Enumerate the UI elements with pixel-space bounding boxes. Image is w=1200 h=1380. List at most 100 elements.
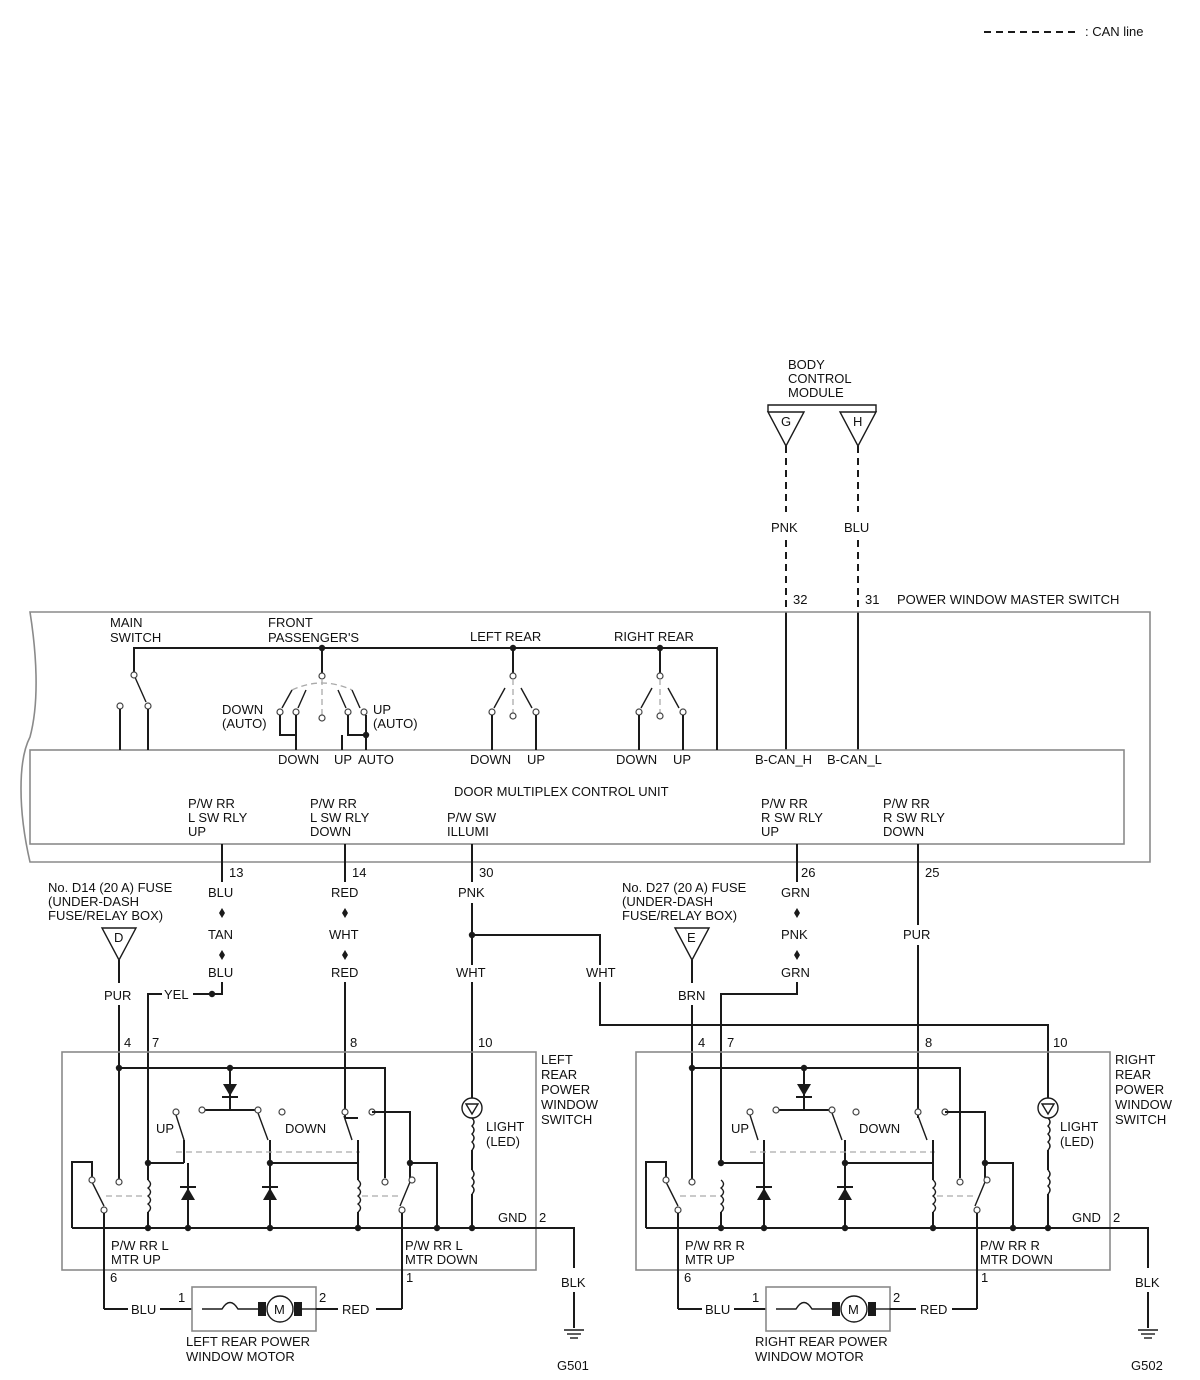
main-switch-label-1: MAIN xyxy=(110,615,143,630)
lm-motor-m: M xyxy=(274,1302,285,1317)
ls-diode-right xyxy=(263,1188,277,1200)
illumi-branch-wht: WHT xyxy=(586,965,616,980)
bcm-pin-g: G xyxy=(781,414,791,429)
fuse-d-id: D xyxy=(114,930,123,945)
rm-wire-blu: BLU xyxy=(705,1302,730,1317)
out-l-down-1: P/W RR xyxy=(310,796,357,811)
wire-13-lower xyxy=(212,982,223,995)
can-bus-wires: PNK BLU 32 31 xyxy=(771,446,879,750)
g501-label: G501 xyxy=(557,1358,589,1373)
ls-pin8-return xyxy=(372,1111,411,1180)
rs-down-contact-left xyxy=(828,1106,836,1114)
fp-terminal-up: UP xyxy=(334,752,352,767)
rs-led-resistor-1 xyxy=(1047,1117,1051,1151)
pin-31: 31 xyxy=(865,592,879,607)
wire-30-pnk: PNK xyxy=(458,885,485,900)
ls-title-5: SWITCH xyxy=(541,1112,592,1127)
ls-title-2: REAR xyxy=(541,1067,577,1082)
ls-pin-8: 8 xyxy=(350,1035,357,1050)
ls-relay-up-com xyxy=(100,1206,108,1214)
body-control-module: BODY CONTROL MODULE G H xyxy=(766,357,878,448)
bcm-connector-h xyxy=(838,411,878,448)
lr-terminal-down: DOWN xyxy=(470,752,511,767)
lm-pin-1: 1 xyxy=(178,1290,185,1305)
rs-ground-bus xyxy=(646,1227,1149,1268)
rs-diode-left xyxy=(757,1188,771,1200)
wire-30-wht: WHT xyxy=(456,965,486,980)
rr-contact-up xyxy=(679,708,687,716)
lm-pin-2: 2 xyxy=(319,1290,326,1305)
rs-down-blade xyxy=(831,1112,843,1141)
inline-connector-26b xyxy=(794,950,800,960)
rs-relay-up-blade xyxy=(665,1181,679,1207)
fp-up-auto-label-2: (AUTO) xyxy=(373,716,418,731)
bcan-h-terminal: B-CAN_H xyxy=(755,752,812,767)
out-r-down-1: P/W RR xyxy=(883,796,930,811)
ls-relay-down-c1 xyxy=(381,1178,389,1186)
rs-up-contact-right xyxy=(772,1106,780,1114)
lr-blade-up xyxy=(520,687,533,709)
left-rear-label: LEFT REAR xyxy=(470,629,541,644)
rr-contact-down xyxy=(635,708,643,716)
rs-up-contact-top xyxy=(746,1108,754,1116)
ls-up-label: UP xyxy=(156,1121,174,1136)
lm-motor-icon xyxy=(266,1295,294,1323)
rr-pivot xyxy=(656,672,664,680)
rm-brush-right xyxy=(868,1302,876,1316)
main-switch-contact-1 xyxy=(116,702,124,710)
ls-led-diode-icon xyxy=(464,1103,480,1116)
ls-pin8-blade xyxy=(343,1115,353,1141)
right-switch-outline xyxy=(635,1051,1111,1271)
fp-contact-3 xyxy=(318,714,326,722)
rs-pin8-return xyxy=(945,1111,986,1180)
fp-down-auto-label-2: (AUTO) xyxy=(222,716,267,731)
pin-14: 14 xyxy=(352,865,366,880)
power-window-master-switch: POWER WINDOW MASTER SWITCH DOOR MULTIPLE… xyxy=(20,592,1151,863)
ls-diode-left xyxy=(181,1188,195,1200)
ls-down-contact-left xyxy=(254,1106,262,1114)
out-r-up-2: R SW RLY xyxy=(761,810,823,825)
main-switch-blade xyxy=(133,674,147,703)
front-passenger-label-1: FRONT xyxy=(268,615,313,630)
rs-relay-down-com xyxy=(973,1206,981,1214)
front-passenger-label-2: PASSENGER'S xyxy=(268,630,359,645)
wire-14-wht: WHT xyxy=(329,927,359,942)
out-l-up-1: P/W RR xyxy=(188,796,235,811)
ls-relay-up-c2 xyxy=(115,1178,123,1186)
lm-breaker-icon xyxy=(202,1301,258,1310)
ls-gnd-label: GND xyxy=(498,1210,527,1225)
rm-pin-1: 1 xyxy=(752,1290,759,1305)
fuse-d-connector xyxy=(100,927,138,962)
rs-pin8-contact xyxy=(914,1108,922,1116)
main-switch-contact-2 xyxy=(144,702,152,710)
rm-motor-icon xyxy=(840,1295,868,1323)
pin-26: 26 xyxy=(801,865,815,880)
rs-up-label: UP xyxy=(731,1121,749,1136)
fp-contact-1 xyxy=(276,708,284,716)
ls-pin-1: 1 xyxy=(406,1270,413,1285)
rs-led-resistor-2 xyxy=(1047,1169,1051,1195)
ls-gnd-splice-5 xyxy=(433,1224,441,1232)
fp-up-auto-label-1: UP xyxy=(373,702,391,717)
bcm-bracket xyxy=(767,404,877,412)
rs-right-loop xyxy=(985,1162,1014,1228)
out-r-up-3: UP xyxy=(761,824,779,839)
rs-pin-4: 4 xyxy=(698,1035,705,1050)
out-illumi-1: P/W SW xyxy=(447,810,497,825)
rr-terminal-up: UP xyxy=(673,752,691,767)
inline-connector-13a xyxy=(219,908,225,918)
lm-label-2: WINDOW MOTOR xyxy=(186,1349,295,1364)
right-rear-label: RIGHT REAR xyxy=(614,629,694,644)
rs-led-diode-icon xyxy=(1040,1103,1056,1116)
bcm-label-2: CONTROL xyxy=(788,371,852,386)
output-harness: 13 BLU TAN BLU 14 RED WHT RED 8 30 PNK W… xyxy=(208,844,1067,1163)
rs-mtr-up-1: P/W RR R xyxy=(685,1238,745,1253)
rs-diode-top xyxy=(797,1084,811,1096)
ls-mtr-up-1: P/W RR L xyxy=(111,1238,169,1253)
ls-mtr-down-1: P/W RR L xyxy=(405,1238,463,1253)
ls-pin-7: 7 xyxy=(152,1035,159,1050)
ls-pin-4: 4 xyxy=(124,1035,131,1050)
wire-color-pnk-can: PNK xyxy=(771,520,798,535)
rs-pin-6: 6 xyxy=(684,1270,691,1285)
out-illumi-2: ILLUMI xyxy=(447,824,489,839)
